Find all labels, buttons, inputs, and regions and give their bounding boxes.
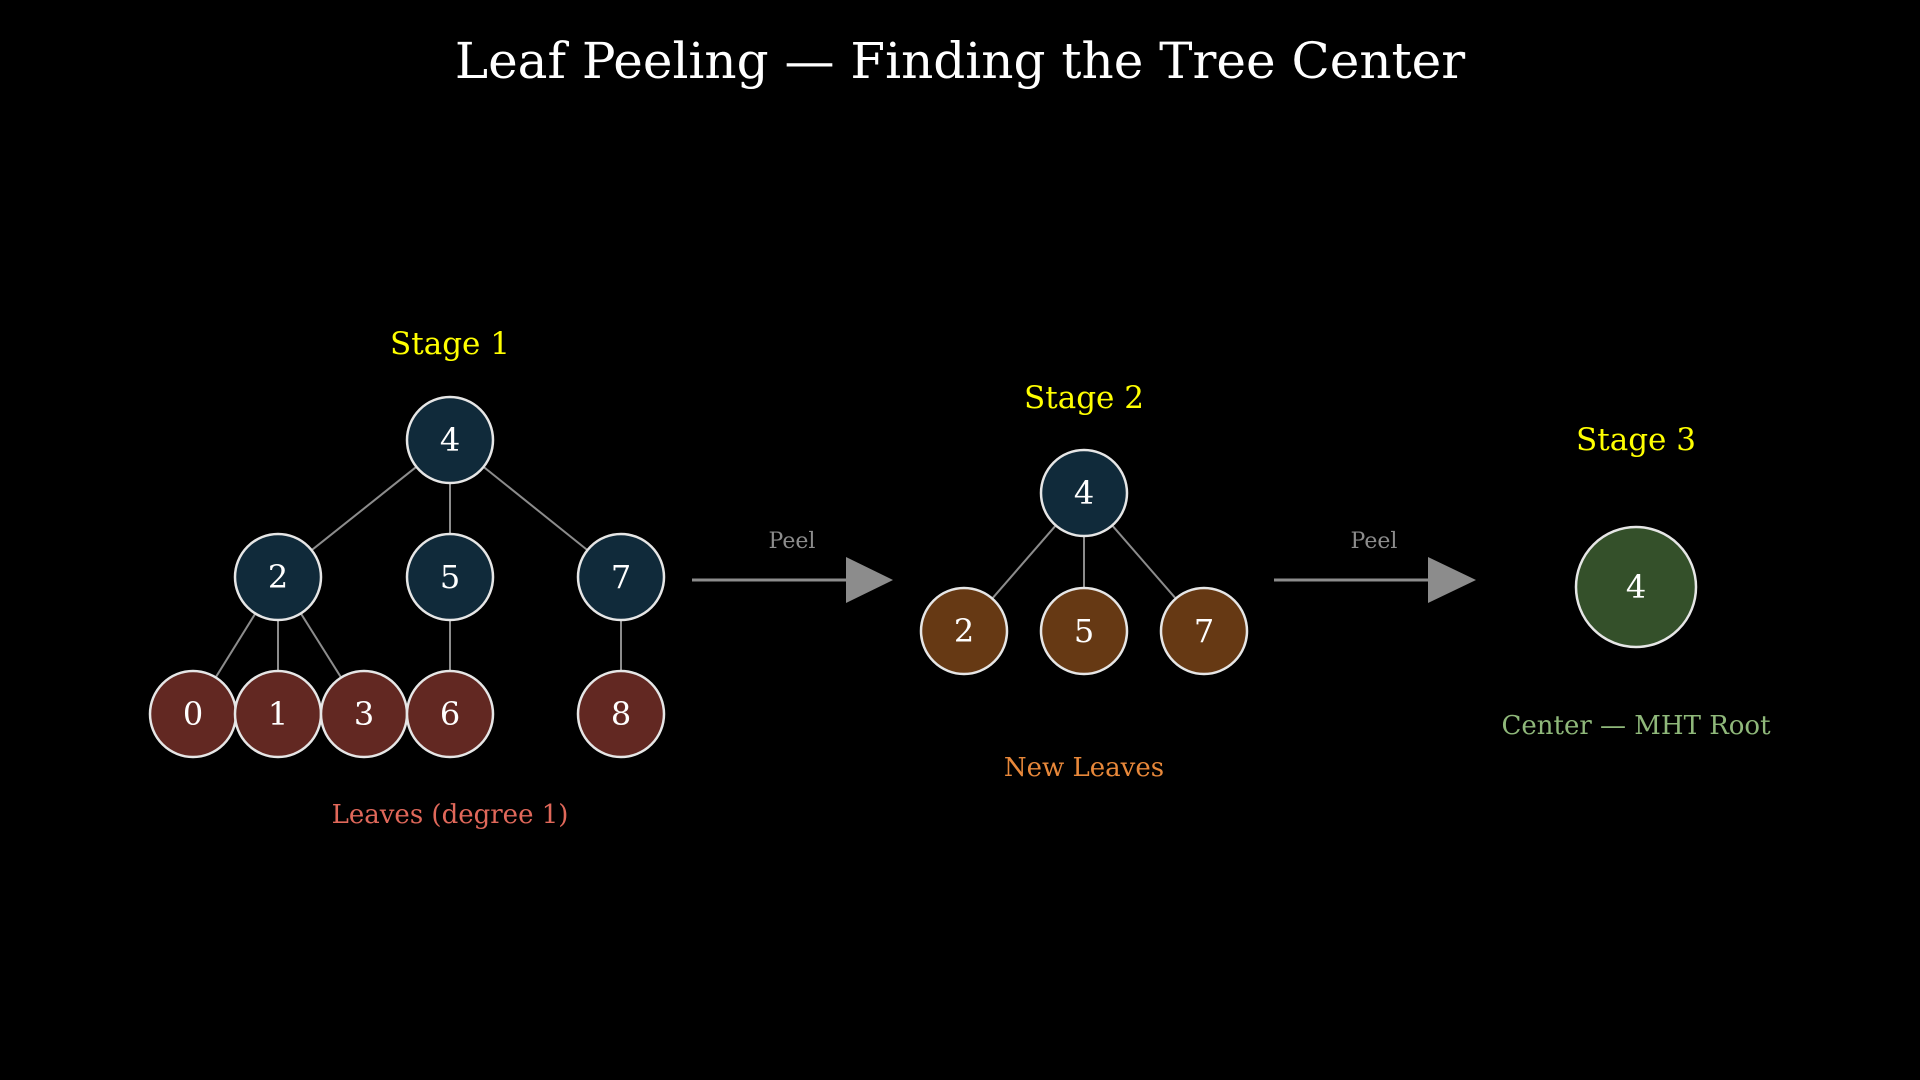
node-new-leaf-7: 7: [1159, 586, 1249, 676]
peel-arrow-2-label: Peel: [1351, 529, 1398, 554]
node-circle: [1039, 448, 1129, 538]
node-center-4: 4: [1574, 525, 1698, 649]
stage-2-label: Stage 2: [1024, 380, 1144, 416]
node-leaf-1: 1: [233, 669, 323, 759]
tree-edge: [482, 466, 589, 551]
node-circle: [1039, 586, 1129, 676]
node-circle: [405, 669, 495, 759]
peel-arrow-1-head: [846, 557, 893, 603]
node-leaf-0: 0: [148, 669, 238, 759]
node-label: 8: [611, 695, 631, 733]
node-internal-4: 4: [405, 395, 495, 485]
node-internal-7: 7: [576, 532, 666, 622]
node-internal-2: 2: [233, 532, 323, 622]
node-label: 5: [440, 558, 460, 596]
node-circle: [405, 395, 495, 485]
node-leaf-6: 6: [405, 669, 495, 759]
node-label: 2: [268, 558, 288, 596]
node-new-leaf-2: 2: [919, 586, 1009, 676]
node-leaf-3: 3: [319, 669, 409, 759]
node-circle: [919, 586, 1009, 676]
diagram-title: Leaf Peeling — Finding the Tree Center: [455, 32, 1465, 90]
peel-arrow-1: Peel: [692, 529, 893, 603]
tree-edge: [311, 466, 417, 551]
node-circle: [405, 532, 495, 622]
stage-2-group: Stage 2 New Leaves 4 2 5 7: [919, 380, 1249, 783]
node-label: 2: [954, 612, 974, 650]
node-label: 4: [1074, 474, 1094, 512]
peel-arrow-1-label: Peel: [769, 529, 816, 554]
node-label: 1: [268, 695, 288, 733]
node-circle: [1159, 586, 1249, 676]
stage-3-group: Stage 3 Center — MHT Root 4: [1501, 422, 1771, 741]
node-circle: [233, 532, 323, 622]
node-circle: [576, 669, 666, 759]
stage-1-group: Stage 1 Leaves (degree 1) 4 2 5 7 0 1 3 6 8: [148, 326, 666, 830]
tree-edge: [214, 613, 257, 678]
node-label: 3: [354, 695, 374, 733]
peel-arrow-2: Peel: [1274, 529, 1476, 603]
tree-edge: [1111, 524, 1177, 600]
node-label: 5: [1074, 612, 1094, 650]
node-label: 4: [1626, 568, 1646, 606]
tree-edge: [300, 612, 342, 679]
stage-3-caption: Center — MHT Root: [1501, 711, 1771, 741]
node-new-leaf-5: 5: [1039, 586, 1129, 676]
node-label: 6: [440, 695, 460, 733]
node-label: 4: [440, 421, 460, 459]
node-internal-5: 5: [405, 532, 495, 622]
stage-1-caption: Leaves (degree 1): [332, 800, 569, 830]
stage-2-edges: [991, 524, 1177, 600]
tree-edge: [991, 524, 1057, 600]
node-internal-4: 4: [1039, 448, 1129, 538]
stage-1-label: Stage 1: [390, 326, 510, 362]
node-leaf-8: 8: [576, 669, 666, 759]
node-label: 0: [183, 695, 203, 733]
node-circle: [1574, 525, 1698, 649]
peel-arrow-2-head: [1428, 557, 1476, 603]
node-circle: [576, 532, 666, 622]
node-label: 7: [1194, 612, 1214, 650]
stage-2-caption: New Leaves: [1004, 753, 1164, 783]
node-label: 7: [611, 558, 631, 596]
stage-1-edges: [214, 466, 622, 679]
stage-3-label: Stage 3: [1576, 422, 1696, 458]
